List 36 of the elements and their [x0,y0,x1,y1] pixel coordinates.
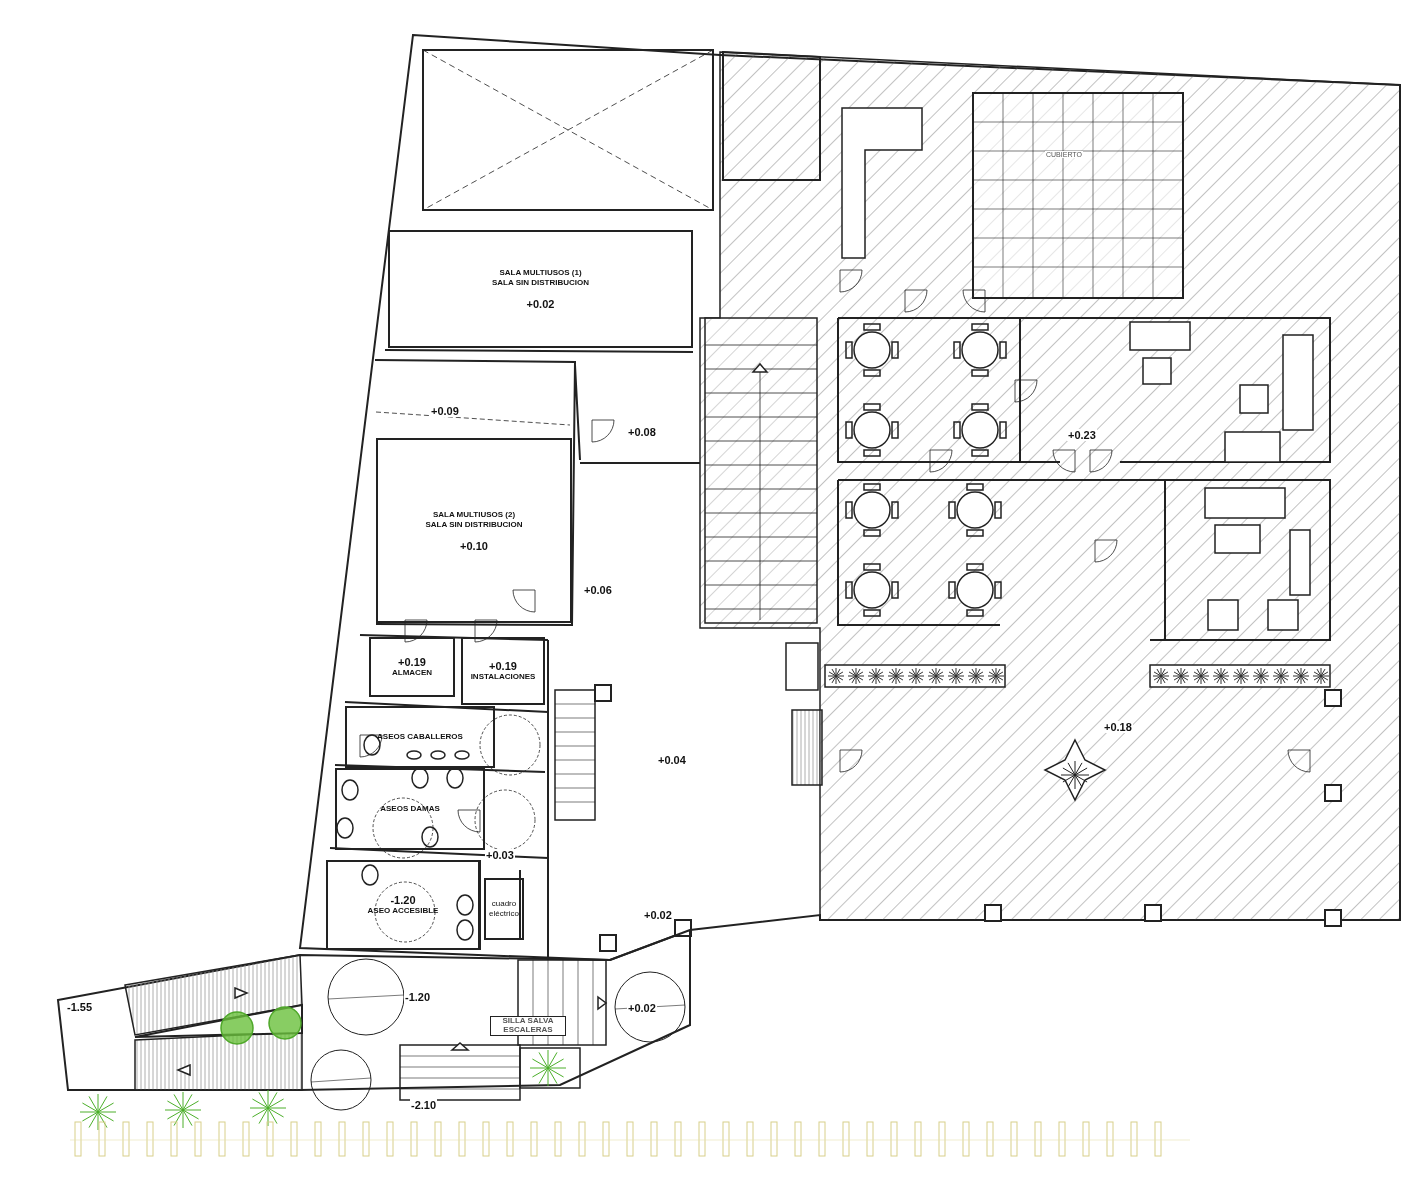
level-label: -1.55 [66,1001,94,1013]
level-label: +0.23 [1067,429,1097,441]
level-label: -1.20 [404,991,432,1003]
level-label: +0.09 [430,405,460,417]
room-label: SALA MULTIUSOS (2) [432,509,516,520]
level-label: +0.02 [526,298,555,310]
level-label: -2.10 [410,1099,438,1111]
room-label: ASEOS DAMAS [380,804,440,814]
level-label: +0.02 [627,1002,657,1014]
room-label: SALA SIN DISTRIBUCION [425,519,523,530]
room-label: SALA MULTIUSOS (1) [499,268,582,278]
room-outline [484,878,524,940]
room-outline [376,438,572,623]
note-label: SILLA SALVA ESCALERAS [490,1016,566,1036]
room-outline [345,706,495,768]
room-outline [461,637,545,705]
room-outline [369,637,455,697]
level-label: -1.20 [390,894,416,906]
room-label: ASEO ACCESIBLE [367,906,439,916]
level-label: +0.02 [643,909,673,921]
room-outline [326,860,480,950]
level-label: +0.06 [583,584,613,596]
room-label: INSTALACIONES [470,672,536,682]
room-label: SALA SIN DISTRIBUCION [491,278,589,288]
level-label: +0.10 [460,539,488,552]
level-label: +0.18 [1103,721,1133,733]
room-label: ASEOS CABALLEROS [377,732,463,742]
room-outline [388,230,693,348]
room-outline [335,768,485,850]
level-label: +0.19 [398,656,426,668]
level-label: +0.19 [489,660,517,672]
level-label: +0.08 [627,426,657,438]
room-label: cuadro eléctrico [488,899,520,919]
room-label: ALMACEN [392,668,432,678]
level-label: +0.04 [657,754,687,766]
level-label: +0.03 [485,849,515,861]
